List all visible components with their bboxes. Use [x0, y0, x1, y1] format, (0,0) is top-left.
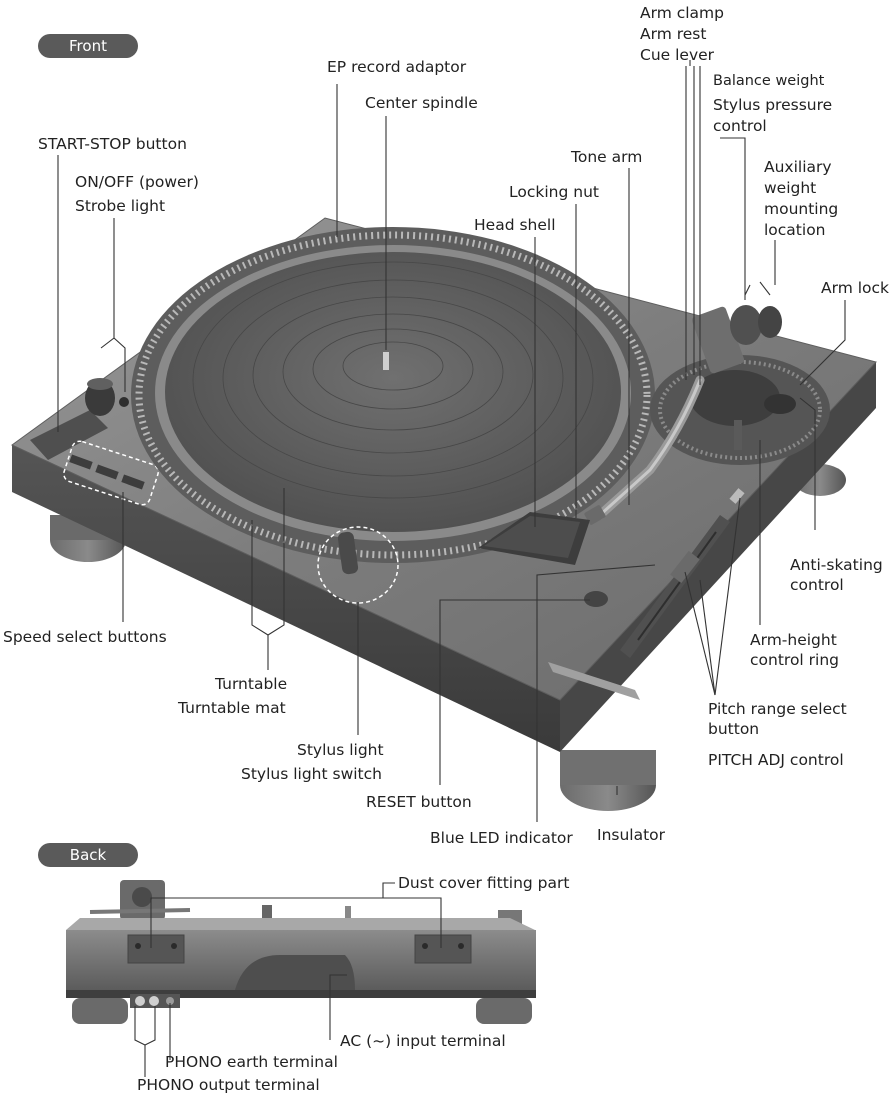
label-stylus-pressure-2: control [713, 117, 767, 135]
stylus-light [317, 526, 399, 604]
label-ep-adaptor: EP record adaptor [327, 58, 467, 76]
label-phono-earth: PHONO earth terminal [165, 1053, 338, 1071]
front-leader-lines [57, 60, 846, 822]
label-pitch-adj: PITCH ADJ control [708, 751, 844, 769]
front-labels: Arm clamp Arm rest Cue lever Balance wei… [3, 4, 889, 847]
label-aux-weight-2: weight [764, 179, 816, 197]
back-section-pill: Back [38, 843, 138, 867]
label-insulator: Insulator [597, 826, 666, 844]
label-arm-clamp: Arm clamp [640, 4, 724, 22]
label-arm-lock: Arm lock [821, 279, 889, 297]
label-head-shell: Head shell [474, 216, 556, 234]
platter [131, 227, 655, 563]
center-spindle [383, 352, 389, 370]
back-leader-lines [134, 882, 442, 1077]
label-reset: RESET button [366, 793, 472, 811]
label-anti-skating-1: Anti-skating [790, 556, 883, 574]
label-speed-select: Speed select buttons [3, 628, 167, 646]
front-section-pill: Front [38, 34, 138, 58]
label-pitch-range-1: Pitch range select [708, 700, 847, 718]
label-aux-weight-1: Auxiliary [764, 158, 832, 176]
turntable-back-view [66, 880, 536, 1024]
label-stylus-light: Stylus light [297, 741, 384, 759]
label-dust-cover: Dust cover fitting part [398, 874, 569, 892]
label-pitch-range-2: button [708, 720, 759, 738]
left-control-panel [30, 378, 159, 506]
label-center-spindle: Center spindle [365, 94, 478, 112]
label-arm-height-2: control ring [750, 651, 839, 669]
label-tone-arm: Tone arm [570, 148, 642, 166]
back-labels: Dust cover fitting part AC (~) input ter… [137, 874, 569, 1094]
label-start-stop: START-STOP button [38, 135, 187, 153]
speed-select-buttons-group [63, 440, 159, 506]
label-turntable-mat: Turntable mat [177, 699, 286, 717]
front-heading: Front [69, 37, 107, 55]
tone-arm-assembly [478, 305, 830, 565]
front-right-controls [548, 488, 745, 700]
label-arm-rest: Arm rest [640, 25, 706, 43]
label-locking-nut: Locking nut [509, 183, 599, 201]
label-anti-skating-2: control [790, 576, 844, 594]
label-blue-led: Blue LED indicator [430, 829, 573, 847]
label-aux-weight-4: location [764, 221, 826, 239]
label-arm-height-1: Arm-height [750, 631, 837, 649]
label-on-off: ON/OFF (power) [75, 173, 199, 191]
label-balance-weight: Balance weight [713, 73, 825, 89]
label-stylus-light-switch: Stylus light switch [241, 765, 382, 783]
label-ac-input: AC (~) input terminal [340, 1032, 506, 1050]
label-stylus-pressure-1: Stylus pressure [713, 96, 832, 114]
label-turntable: Turntable [214, 675, 287, 693]
label-aux-weight-3: mounting [764, 200, 838, 218]
label-cue-lever: Cue lever [640, 46, 715, 64]
label-phono-output: PHONO output terminal [137, 1076, 320, 1094]
back-heading: Back [70, 846, 107, 864]
label-strobe: Strobe light [75, 197, 165, 215]
